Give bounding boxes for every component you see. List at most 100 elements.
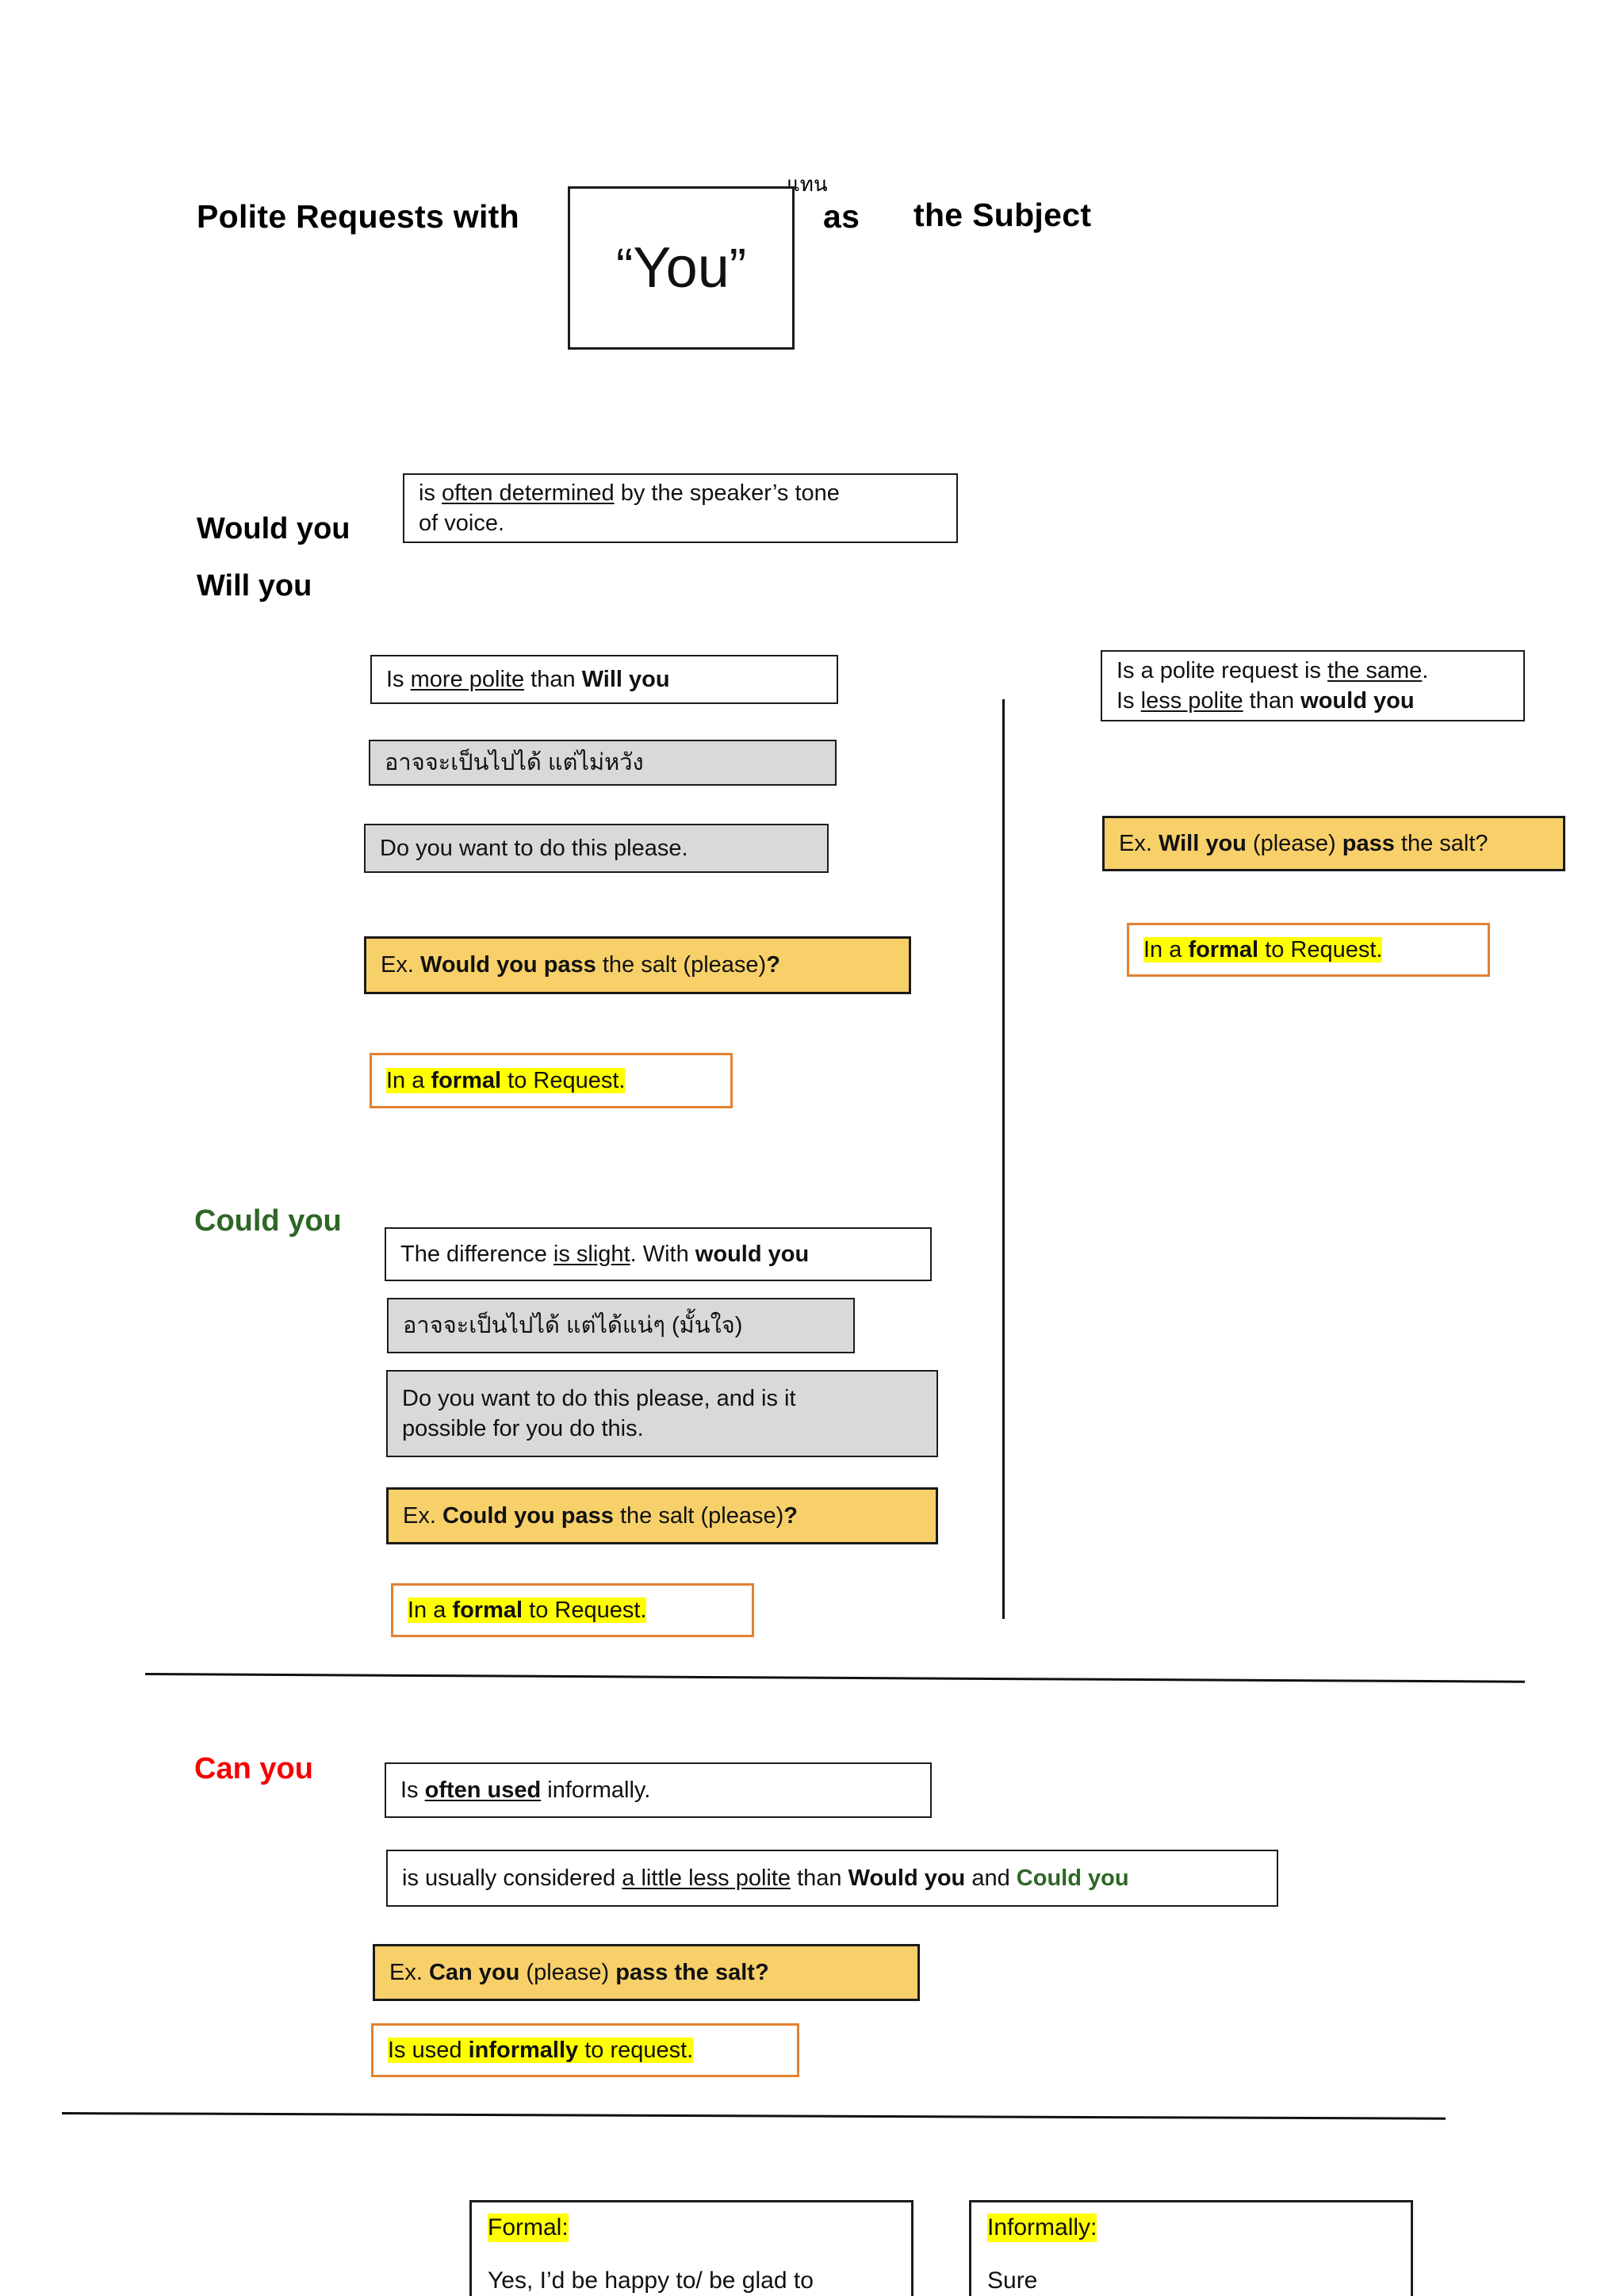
fm-cy-b: to Request. (523, 1597, 647, 1623)
wyc2-a: Is (1116, 688, 1141, 714)
cyc-green: Could you (1016, 1865, 1129, 1891)
section-divider-1 (144, 1673, 1525, 1683)
fm-wy-a: In a (386, 1067, 431, 1093)
box-formal-answers: Formal: Yes, I’d be happy to/ be glad to (469, 2200, 914, 2296)
inf-cny-bold: informally (468, 2037, 579, 2063)
ex-cy-lead: Ex. (403, 1502, 442, 1529)
formal-could-you-line: In a formal to Request. (408, 1595, 647, 1625)
mp-bold: Will you (581, 666, 670, 692)
section-divider-2 (61, 2112, 1446, 2120)
cyc-underlined: a little less polite (622, 1865, 791, 1891)
box-can-you-note: Is often used informally. (385, 1762, 932, 1818)
fm-wy-bold: formal (431, 1067, 502, 1093)
can-you-compare-line: is usually considered a little less poli… (402, 1863, 1129, 1893)
ex-wy-rest: the salt (please) (596, 952, 767, 978)
informal-can-you-line: Is used informally to request. (388, 2035, 694, 2065)
wyc2-b: than (1243, 688, 1301, 714)
box-gloss-could-you: Do you want to do this please, and is it… (386, 1370, 938, 1457)
fm-cy-bold: formal (452, 1597, 523, 1623)
page-title-suffix: the Subject (914, 197, 1092, 233)
cyc-bold1: Would you (848, 1865, 966, 1891)
ex-wiy-bold1: Will you (1158, 830, 1247, 856)
box-formal-would-you: In a formal to Request. (370, 1053, 733, 1108)
cy-underlined: is slight (553, 1241, 630, 1267)
formal-answers-body: Yes, I’d be happy to/ be glad to (488, 2267, 814, 2294)
ex-cny-mid: (please) (519, 1959, 616, 1985)
box-example-will-you: Ex. Will you (please) pass the salt? (1102, 816, 1565, 871)
tone-text-underlined: often determined (442, 480, 615, 506)
tone-text-a: is (419, 480, 442, 506)
box-example-would-you: Ex. Would you pass the salt (please)? (364, 936, 911, 994)
ex-wiy-bold2: pass (1342, 830, 1395, 856)
cny-a: Is (400, 1777, 425, 1803)
box-example-could-you: Ex. Could you pass the salt (please)? (386, 1487, 938, 1544)
formal-would-you-line: In a formal to Request. (386, 1066, 626, 1096)
box-informal-answers: Informally: Sure (969, 2200, 1413, 2296)
cyc-b: than (791, 1865, 848, 1891)
tone-line-1: is often determined by the speaker’s ton… (419, 478, 840, 508)
ex-wy-mark: ? (766, 952, 780, 978)
column-divider (1002, 699, 1005, 1619)
box-can-you-compare: is usually considered a little less poli… (386, 1850, 1278, 1907)
label-could-you: Could you (194, 1204, 342, 1238)
cny-b: informally. (541, 1777, 651, 1803)
mp-a: Is (386, 666, 411, 692)
could-you-compare-line: The difference is slight. With would you (400, 1239, 809, 1269)
label-would-you: Would you (197, 512, 350, 545)
box-could-you-compare: The difference is slight. With would you (385, 1227, 932, 1281)
box-gloss-would-you: Do you want to do this please. (364, 824, 829, 873)
fm-wiy-a: In a (1143, 936, 1189, 962)
mp-b: than (524, 666, 582, 692)
close-quote: ” (729, 238, 747, 296)
box-thai-would-you: อาจจะเป็นไปได้ แต่ไม่หวัง (369, 740, 837, 786)
box-more-polite-than-will-you: Is more polite than Will you (370, 655, 838, 704)
inf-cny-a: Is used (388, 2037, 469, 2063)
you-subject-text: “You” (616, 239, 746, 297)
label-will-you: Will you (197, 569, 312, 603)
open-quote: “ (615, 238, 634, 296)
tone-line-2: of voice. (419, 511, 504, 536)
tone-text-b: by the speaker’s tone (614, 480, 840, 506)
wyc1-underlined: the same (1327, 657, 1423, 683)
can-you-note-line: Is often used informally. (400, 1775, 650, 1805)
box-thai-could-you: อาจจะเป็นไปได้ แต่ได้แน่ๆ (มั้นใจ) (387, 1298, 855, 1353)
page-title-middle: as (823, 198, 860, 235)
box-will-you-compare: Is a polite request is the same. Is less… (1101, 650, 1525, 721)
wy-compare-line-2: Is less polite than would you (1116, 686, 1415, 716)
ex-wiy-rest: the salt? (1394, 830, 1488, 856)
more-polite-line: Is more polite than Will you (386, 664, 670, 695)
informal-answers-body: Sure (987, 2267, 1038, 2294)
box-example-can-you: Ex. Can you (please) pass the salt? (373, 1944, 920, 2001)
ex-cny-lead: Ex. (389, 1959, 429, 1985)
fm-wiy-bold: formal (1188, 936, 1259, 962)
box-tone-of-voice: is often determined by the speaker’s ton… (403, 473, 958, 543)
ex-wy-lead: Ex. (381, 952, 420, 978)
box-formal-will-you: In a formal to Request. (1127, 923, 1490, 977)
gloss-could-you-2: possible for you do this. (402, 1416, 644, 1441)
gloss-could-you-1: Do you want to do this please, and is it (402, 1385, 796, 1411)
thai-would-you: อาจจะเป็นไปได้ แต่ไม่หวัง (385, 749, 644, 775)
ex-wy-bold: Would you pass (419, 952, 596, 978)
ex-cy-mark: ? (783, 1502, 798, 1529)
label-can-you: Can you (194, 1752, 313, 1785)
box-informal-can-you: Is used informally to request. (371, 2023, 799, 2077)
ex-cny-bold2: pass the salt? (615, 1959, 769, 1985)
ex-cy-bold: Could you pass (442, 1502, 614, 1529)
ex-wiy-mid: (please) (1246, 830, 1342, 856)
formal-answers-title: Formal: (488, 2214, 569, 2242)
cny-underlined-bold: often used (424, 1777, 542, 1803)
gloss-would-you: Do you want to do this please. (380, 835, 688, 861)
inf-cny-b: to request. (578, 2037, 694, 2063)
ex-cny-bold1: Can you (428, 1959, 520, 1985)
box-formal-could-you: In a formal to Request. (391, 1583, 754, 1637)
ex-wiy-lead: Ex. (1119, 830, 1159, 856)
example-could-you-line: Ex. Could you pass the salt (please)? (403, 1501, 798, 1531)
you-subject-box: “You” (568, 186, 795, 350)
ex-cy-rest: the salt (please) (613, 1502, 784, 1529)
cy-a: The difference (400, 1241, 553, 1267)
wyc2-bold: would you (1300, 688, 1415, 714)
you-word: You (633, 236, 730, 300)
wyc1-b: . (1422, 657, 1429, 683)
fm-wy-b: to Request. (501, 1067, 626, 1093)
